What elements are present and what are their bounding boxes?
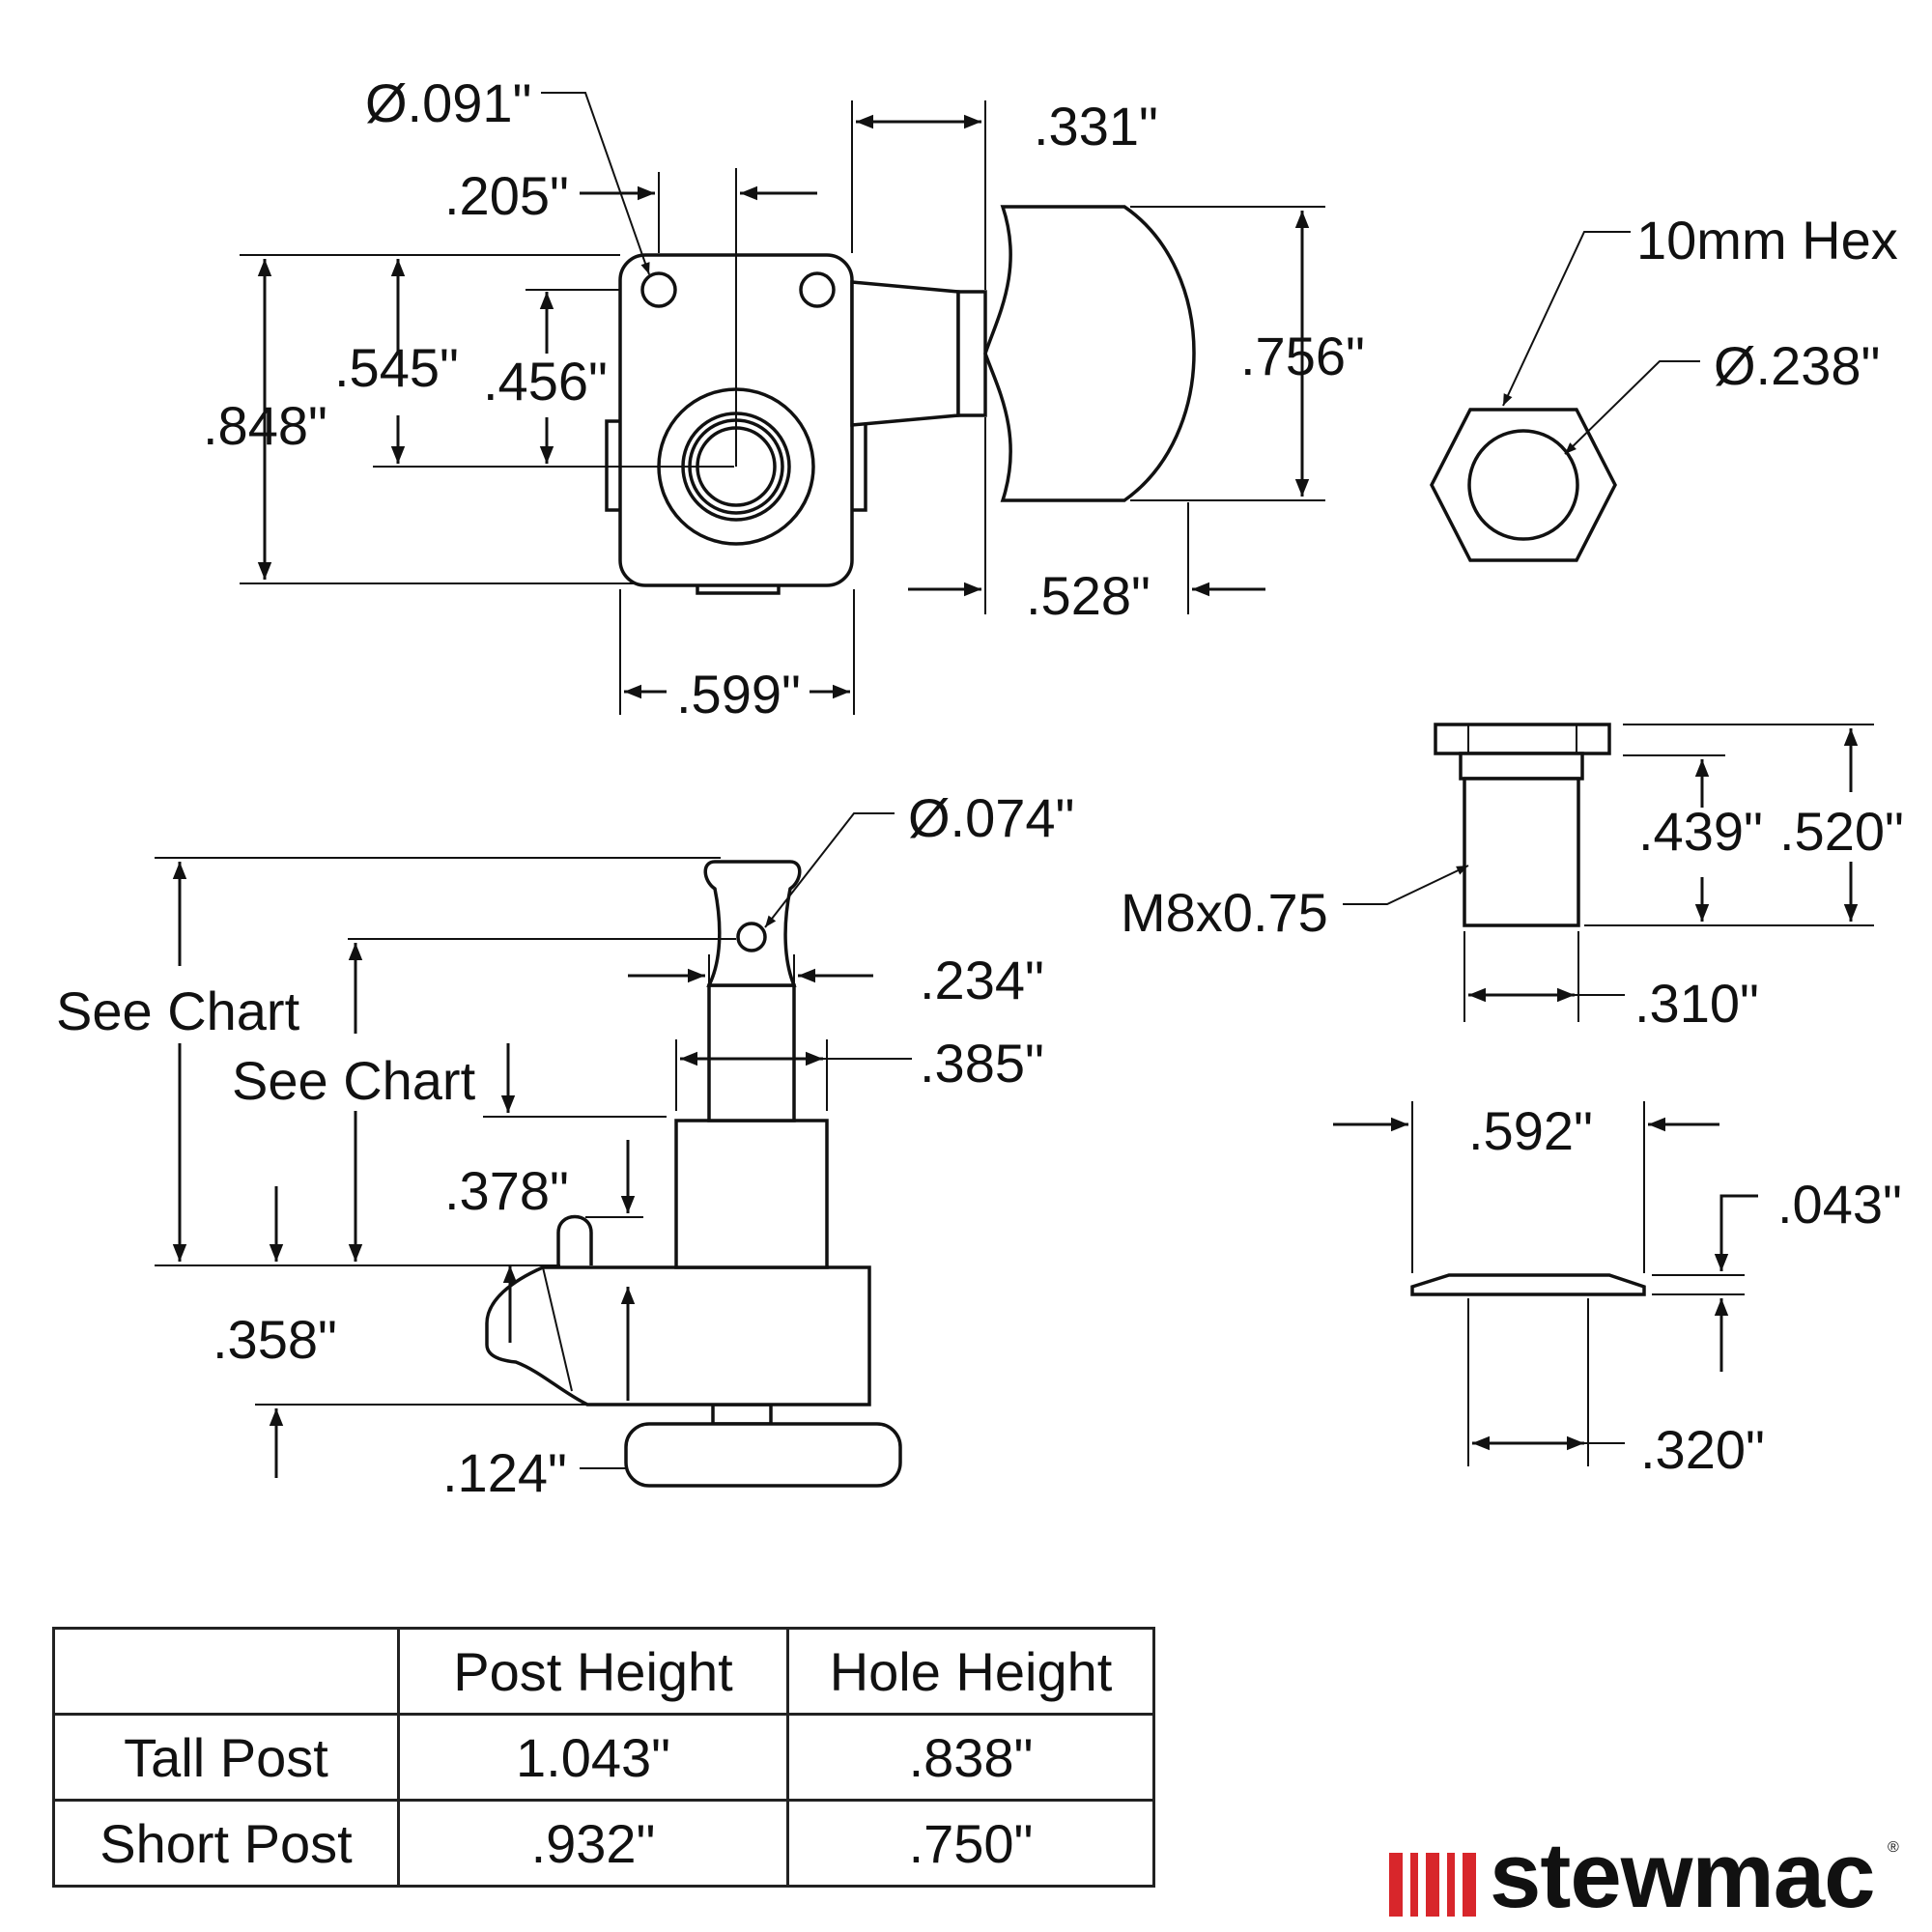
thread-spec-label: M8x0.75 bbox=[1121, 882, 1328, 943]
hex-hole-diameter-label: Ø.238" bbox=[1714, 335, 1880, 396]
total-length-label: .520" bbox=[1779, 801, 1904, 862]
bushing-thread bbox=[1463, 777, 1580, 927]
top-view: Ø.091" .205" .331" .545" .456" .848" .59… bbox=[203, 72, 1365, 724]
row-label: Tall Post bbox=[52, 1713, 400, 1802]
hole-height-cell: .750" bbox=[786, 1799, 1155, 1888]
row-label: Short Post bbox=[52, 1799, 400, 1888]
button-width-label: .528" bbox=[1026, 565, 1151, 626]
post-height-cell: 1.043" bbox=[397, 1713, 789, 1802]
stewmac-logo-mark-icon bbox=[1389, 1853, 1484, 1917]
knurled-knob bbox=[624, 1422, 902, 1488]
post-top-diameter-label: .234" bbox=[920, 950, 1044, 1010]
locating-pin bbox=[556, 1214, 593, 1265]
post-diameter-label: .385" bbox=[920, 1033, 1044, 1094]
chart-header-hole-height: Hole Height bbox=[786, 1627, 1155, 1716]
button-height-label: .756" bbox=[1240, 326, 1365, 386]
post-height-chart: Post Height Hole Height Tall Post 1.043"… bbox=[52, 1627, 1155, 1888]
shaft-collar bbox=[956, 290, 987, 417]
hole-offset-label: .205" bbox=[444, 165, 569, 226]
mount-hole-left bbox=[640, 271, 677, 308]
bushing-view: M8x0.75 .439" .520" .310" bbox=[1121, 723, 1904, 1034]
hex-view: 10mm Hex Ø.238" bbox=[1430, 210, 1898, 562]
washer-inner-diameter-label: .320" bbox=[1640, 1419, 1765, 1480]
side-view: Ø.074" See Chart See Chart .234" .385" .… bbox=[56, 787, 1074, 1503]
thread-length-label: .439" bbox=[1638, 801, 1763, 862]
string-hole-diameter-label: Ø.074" bbox=[908, 787, 1074, 848]
washer bbox=[1410, 1273, 1646, 1296]
knob-height-label: .124" bbox=[442, 1442, 567, 1503]
post-base bbox=[674, 1119, 829, 1269]
post-height-cell: .932" bbox=[397, 1799, 789, 1888]
bushing-head bbox=[1434, 723, 1611, 755]
registered-mark: ® bbox=[1888, 1839, 1899, 1856]
shaft-length-label: .331" bbox=[1034, 96, 1158, 156]
washer-thickness-label: .043" bbox=[1777, 1174, 1902, 1235]
knob-stem bbox=[711, 1403, 773, 1426]
brand-name: stewmac bbox=[1490, 1824, 1876, 1927]
chart-header-post-height: Post Height bbox=[397, 1627, 789, 1716]
pin-height-label: .378" bbox=[444, 1160, 569, 1221]
chart-header-row: Post Height Hole Height bbox=[52, 1627, 1155, 1716]
washer-outer-diameter-label: .592" bbox=[1468, 1100, 1593, 1161]
mount-hole-right bbox=[799, 271, 836, 308]
hole-height-see-chart-label: See Chart bbox=[232, 1050, 476, 1111]
post-offset-label: .456" bbox=[483, 351, 608, 412]
tuner-body bbox=[485, 1265, 871, 1406]
washer-view: .592" .043" .320" bbox=[1333, 1100, 1902, 1480]
chart-header-blank bbox=[52, 1627, 400, 1716]
shaft bbox=[850, 280, 960, 427]
post-shaft bbox=[707, 983, 796, 1122]
housing-width-label: .599" bbox=[676, 664, 801, 724]
hole-height-cell: .838" bbox=[786, 1713, 1155, 1802]
hex-size-label: 10mm Hex bbox=[1636, 210, 1898, 270]
hole-diameter-label: Ø.091" bbox=[365, 72, 531, 133]
post-height-see-chart-label: See Chart bbox=[56, 980, 300, 1041]
hex-hole bbox=[1467, 429, 1579, 541]
table-row: Short Post .932" .750" bbox=[52, 1799, 1155, 1888]
tuner-button bbox=[983, 205, 1196, 502]
table-row: Tall Post 1.043" .838" bbox=[52, 1713, 1155, 1802]
stewmac-logo: stewmac ® bbox=[1379, 1830, 1920, 1924]
bushing-neck bbox=[1459, 752, 1584, 781]
body-height-label: .358" bbox=[213, 1309, 337, 1370]
string-hole bbox=[736, 922, 767, 952]
hole-to-post-label: .545" bbox=[334, 337, 459, 398]
housing-height-label: .848" bbox=[203, 395, 327, 456]
thread-diameter-label: .310" bbox=[1634, 973, 1759, 1034]
